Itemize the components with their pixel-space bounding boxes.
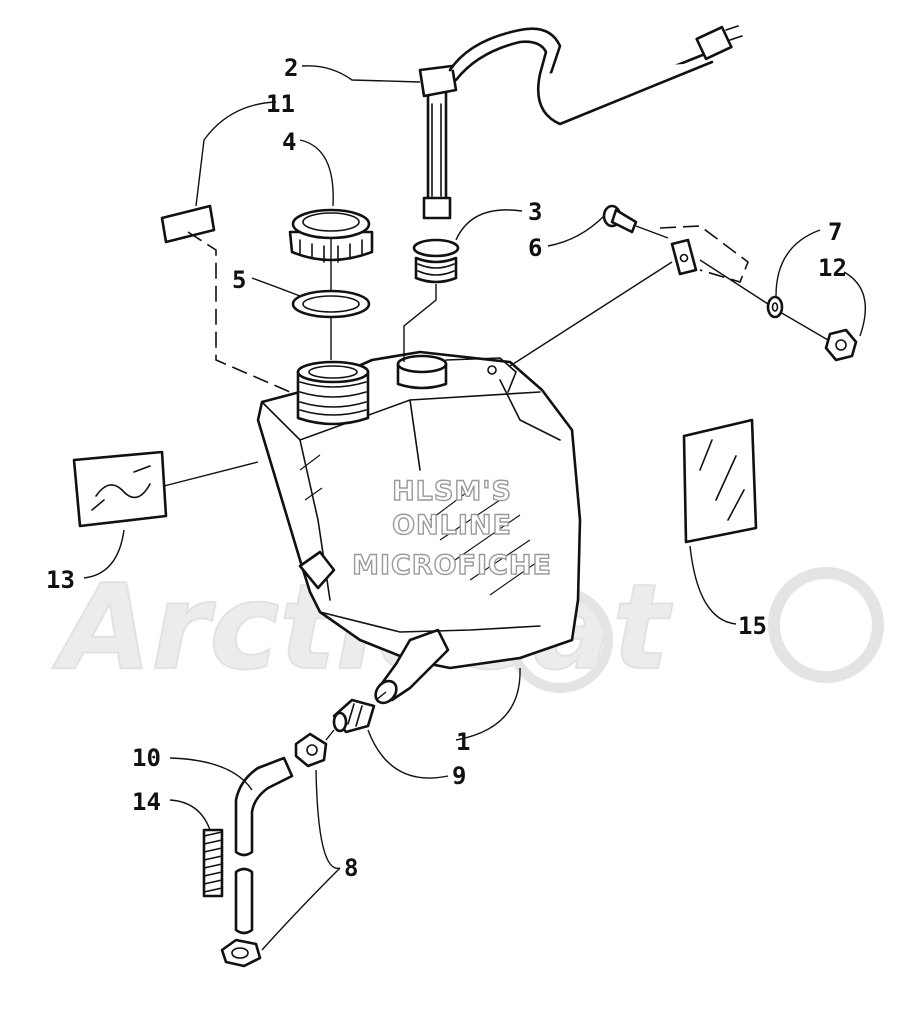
callout-10: 10	[132, 744, 161, 772]
clamp-part-8-lower	[220, 938, 262, 968]
callouts: 2 11 4 3 7 6 12 5 13 15 1 10 9 14 8	[46, 54, 847, 882]
bracket	[659, 225, 749, 283]
watermark-text: HLSM'S ONLINE MICROFICHE	[351, 475, 552, 581]
callout-6: 6	[528, 234, 542, 262]
watermark-line-3: MICROFICHE	[352, 550, 552, 581]
spring-part-14	[202, 828, 224, 898]
watermark-line-1: HLSM'S	[392, 476, 512, 507]
callout-8: 8	[344, 854, 358, 882]
callout-1: 1	[456, 728, 470, 756]
decal-part-15	[682, 418, 758, 544]
bolt-part-6	[602, 204, 638, 234]
decal-part-13	[72, 450, 168, 528]
leader-lines	[83, 65, 867, 951]
clamp-part-8-upper	[294, 732, 328, 768]
callout-15: 15	[738, 612, 767, 640]
nut-part-12	[824, 328, 858, 362]
callout-7: 7	[828, 218, 842, 246]
callout-3: 3	[528, 198, 542, 226]
decal-part-11	[160, 204, 216, 244]
callout-11: 11	[266, 90, 295, 118]
gasket-part-5	[291, 289, 371, 319]
oil-tank-part-1	[256, 350, 582, 705]
callout-14: 14	[132, 788, 161, 816]
callout-12: 12	[818, 254, 847, 282]
level-sensor-part-2	[418, 25, 743, 220]
fitting-part-9	[332, 698, 376, 734]
assembly-lines	[163, 225, 829, 741]
hose-part-10	[234, 756, 294, 935]
callout-13: 13	[46, 566, 75, 594]
callout-5: 5	[232, 266, 246, 294]
callout-2: 2	[284, 54, 298, 82]
watermark-line-2: ONLINE	[392, 510, 512, 541]
callout-4: 4	[282, 128, 296, 156]
washer-part-7	[766, 295, 784, 319]
grommet-part-3	[412, 238, 460, 284]
callout-9: 9	[452, 762, 466, 790]
